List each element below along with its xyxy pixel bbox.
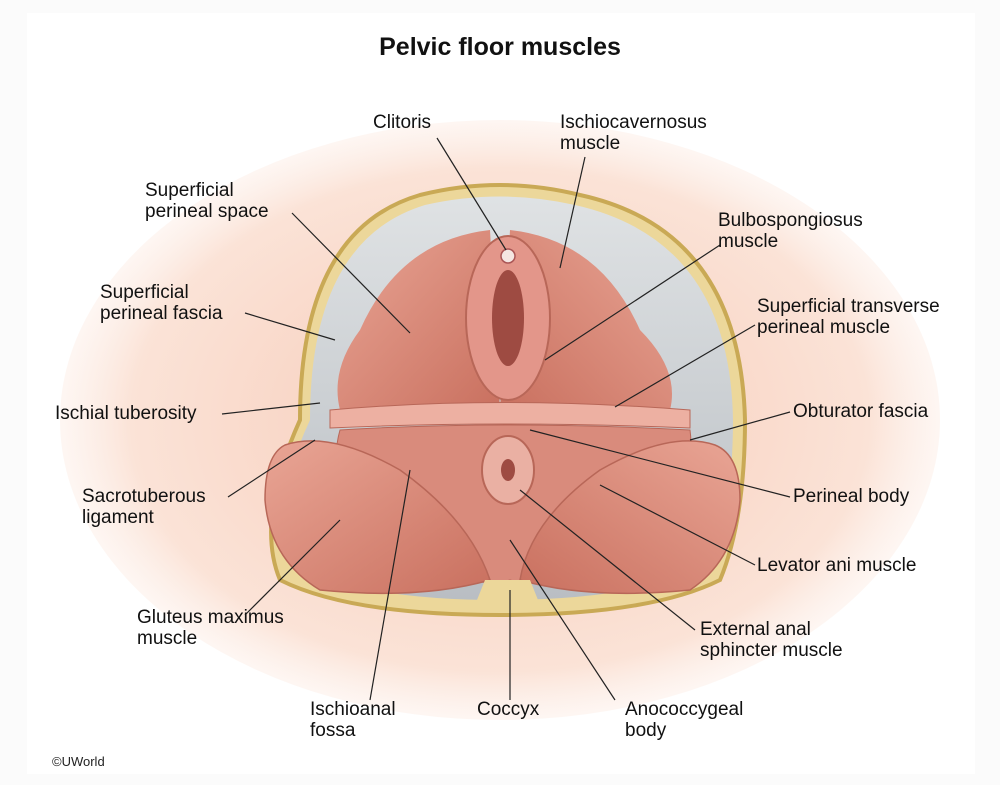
label-ischioanal-line1: Ischioanal xyxy=(310,699,396,720)
right-gluteus-maximus-shape xyxy=(519,440,741,595)
leader-anococcygeal xyxy=(509,539,616,701)
leader-gluteus xyxy=(244,519,341,616)
clitoris-shape xyxy=(500,248,516,264)
label-sacrotuberous-ligament: Sacrotuberous ligament xyxy=(82,486,206,528)
label-ischioanal-line2: fossa xyxy=(310,720,356,741)
label-levator-ani: Levator ani muscle xyxy=(757,555,917,576)
label-clitoris: Clitoris xyxy=(373,112,432,133)
diagram-title: Pelvic floor muscles xyxy=(379,33,621,61)
label-superficial-perineal-fascia: Superficial perineal fascia xyxy=(100,282,223,324)
label-ischial-tuberosity: Ischial tuberosity xyxy=(55,403,197,424)
leader-external-anal xyxy=(519,489,696,631)
leader-levator-ani xyxy=(599,484,756,566)
leader-perineal-body xyxy=(529,429,791,498)
left-gluteus-maximus-shape xyxy=(264,440,491,595)
label-external-anal-line2: sphincter muscle xyxy=(700,640,843,661)
label-ischiocavernosus-line1: Ischiocavernosus xyxy=(560,112,707,133)
label-sup-space-line2: perineal space xyxy=(145,201,269,222)
leader-superficial-transverse xyxy=(614,324,756,408)
label-coccyx: Coccyx xyxy=(477,699,540,720)
leader-ischioanal xyxy=(369,469,411,701)
label-superficial-transverse-perineal-muscle: Superficial transverse perineal muscle xyxy=(757,296,940,338)
label-gluteus-line2: muscle xyxy=(137,628,198,649)
label-ischioanal-fossa: Ischioanal fossa xyxy=(310,699,396,741)
label-superficial-perineal-space: Superficial perineal space xyxy=(145,180,269,222)
label-external-anal-sphincter: External anal sphincter muscle xyxy=(700,619,843,661)
superficial-transverse-band xyxy=(329,402,691,429)
leader-sacrotuberous xyxy=(227,439,316,498)
vaginal-opening-shape xyxy=(492,270,524,366)
leader-lines xyxy=(221,137,791,701)
label-gluteus-maximus: Gluteus maximus muscle xyxy=(137,607,284,649)
label-bulbospongiosus: Bulbospongiosus muscle xyxy=(718,210,863,252)
label-bulbospongiosus-line2: muscle xyxy=(718,231,779,252)
label-ischiocavernosus: Ischiocavernosus muscle xyxy=(560,112,707,154)
label-ischiocavernosus-line2: muscle xyxy=(560,133,621,154)
label-sup-fascia-line2: perineal fascia xyxy=(100,303,223,324)
leader-ischial-tuberosity xyxy=(221,402,321,415)
label-sup-transverse-line2: perineal muscle xyxy=(757,317,891,338)
label-obturator-fascia: Obturator fascia xyxy=(793,401,929,422)
leader-obturator-fascia xyxy=(689,411,791,441)
label-sacrotuberous-line1: Sacrotuberous xyxy=(82,486,206,507)
label-sup-space-line1: Superficial xyxy=(145,180,234,201)
leader-clitoris xyxy=(436,137,507,251)
copyright-credit: ©UWorld xyxy=(52,754,105,769)
left-urogenital-muscle xyxy=(337,230,500,410)
label-bulbospongiosus-line1: Bulbospongiosus xyxy=(718,210,863,231)
label-anococcygeal-line2: body xyxy=(625,720,667,741)
label-anococcygeal-line1: Anococcygeal xyxy=(625,699,744,720)
coccyx-shape xyxy=(475,580,540,605)
label-anococcygeal-body: Anococcygeal body xyxy=(625,699,743,741)
anus-shape xyxy=(501,459,515,481)
label-sacrotuberous-line2: ligament xyxy=(82,507,154,528)
leader-bulbospongiosus xyxy=(544,244,721,361)
label-gluteus-line1: Gluteus maximus xyxy=(137,607,284,628)
leader-superficial-perineal-space xyxy=(291,212,411,334)
leader-ischiocavernosus xyxy=(559,156,586,269)
leader-superficial-perineal-fascia xyxy=(244,312,336,341)
label-sup-transverse-line1: Superficial transverse xyxy=(757,296,940,317)
label-sup-fascia-line1: Superficial xyxy=(100,282,189,303)
label-external-anal-line1: External anal xyxy=(700,619,811,640)
label-perineal-body: Perineal body xyxy=(793,486,910,507)
